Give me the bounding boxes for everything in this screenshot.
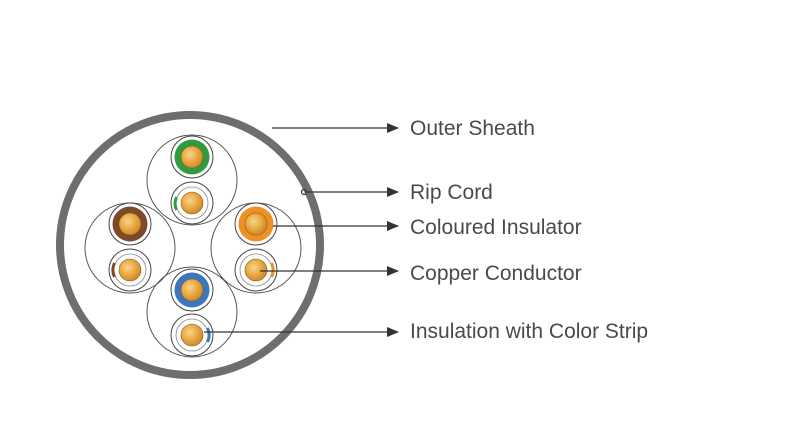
outer-sheath <box>56 111 324 379</box>
pair-outline-top <box>146 134 238 226</box>
pair-outline-bottom <box>146 266 238 358</box>
wire-orange-solid <box>234 202 278 246</box>
wire-brown-solid <box>108 202 152 246</box>
rip-cord <box>300 188 308 196</box>
wire-blue-striped <box>170 313 214 357</box>
wire-brown-striped <box>108 248 152 292</box>
wire-blue-solid <box>170 268 214 312</box>
label-insulation-color-strip: Insulation with Color Strip <box>410 320 649 343</box>
wire-green-striped <box>170 181 214 225</box>
label-coloured-insulator: Coloured Insulator <box>410 216 582 239</box>
wire-green-solid <box>170 135 214 179</box>
wire-orange-striped <box>234 248 278 292</box>
label-rip-cord: Rip Cord <box>410 181 493 204</box>
label-outer-sheath: Outer Sheath <box>410 117 535 140</box>
label-copper-conductor: Copper Conductor <box>410 262 582 285</box>
